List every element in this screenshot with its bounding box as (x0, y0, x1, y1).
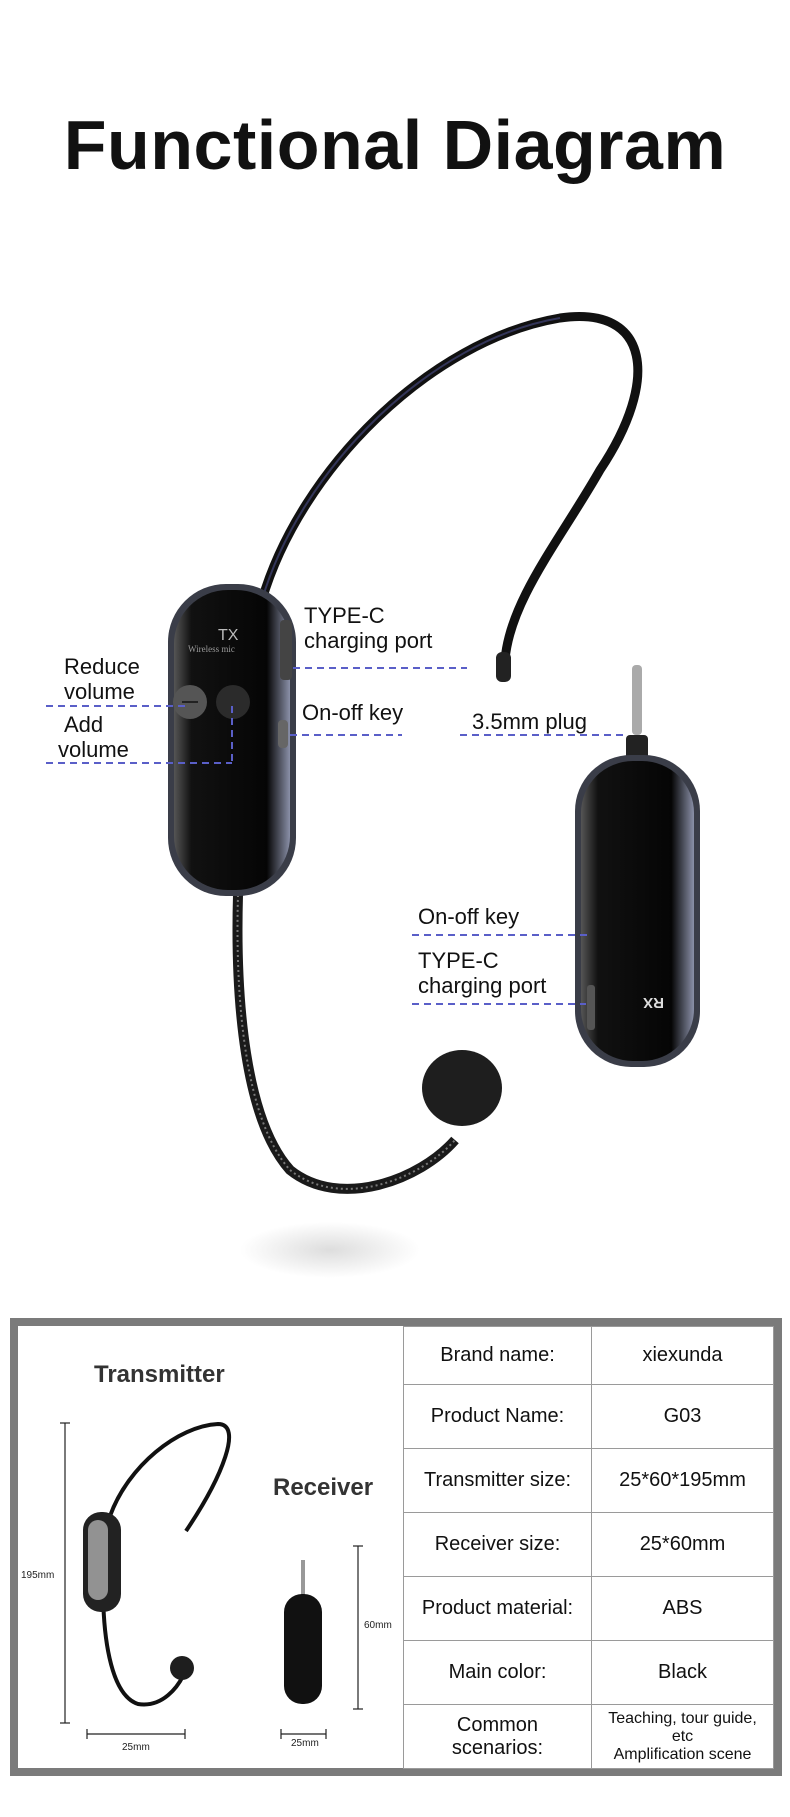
tx-screen-text: TX (218, 627, 239, 644)
label-line: TYPE-C (304, 603, 385, 628)
label-line: volume (64, 679, 135, 704)
rx-type-c-label: TYPE-C charging port (418, 948, 546, 998)
label-line: TYPE-C (418, 948, 499, 973)
table-row: Common scenarios: Teaching, tour guide, … (403, 1704, 774, 1769)
spec-value: Teaching, tour guide, etc Amplification … (591, 1704, 774, 1769)
spec-key: Main color: (403, 1640, 592, 1705)
rx-screen-text: RX (643, 994, 664, 1011)
transmitter-heading: Transmitter (94, 1361, 225, 1388)
spec-key: Product material: (403, 1576, 592, 1641)
rx-on-off-label: On-off key (418, 904, 520, 929)
gooseneck (232, 894, 459, 1194)
callout-lines (46, 667, 628, 1005)
tx-screen-subtext: Wireless mic (188, 644, 235, 654)
spec-value: 25*60*195mm (591, 1448, 774, 1513)
label-line: Add (64, 712, 104, 737)
spec-value: ABS (591, 1576, 774, 1641)
spec-key: Product Name: (403, 1384, 592, 1449)
label-line: volume (58, 737, 129, 762)
spec-value-line: Teaching, tour guide, (608, 1709, 757, 1727)
table-row: Brand name:xiexunda (403, 1326, 774, 1385)
receiver-heading: Receiver (273, 1474, 374, 1501)
spec-key: Brand name: (403, 1326, 592, 1385)
spec-key: Receiver size: (403, 1512, 592, 1577)
label-line: charging port (418, 973, 547, 998)
plug-label: 3.5mm plug (472, 709, 587, 734)
table-row: Main color:Black (403, 1640, 774, 1705)
spec-illustration (60, 1421, 363, 1739)
headband-tip (496, 652, 511, 682)
table-row: Product Name:G03 (403, 1384, 774, 1449)
reduce-volume-label: Reduce volume (64, 654, 140, 704)
spec-key: Common scenarios: (403, 1704, 592, 1769)
label-line: Reduce (64, 654, 140, 679)
label-line: charging port (304, 628, 433, 653)
spec-value-line: Amplification scene (613, 1745, 752, 1763)
spec-value: G03 (591, 1384, 774, 1449)
add-volume-button (216, 685, 250, 719)
rx-plug (632, 665, 642, 735)
spec-value: 25*60mm (591, 1512, 774, 1577)
tx-on-off-label: On-off key (302, 700, 404, 725)
table-row: Receiver size:25*60mm (403, 1512, 774, 1577)
spec-key-line: Common (456, 1713, 539, 1736)
tx-type-c-label: TYPE-C charging port (304, 603, 432, 653)
tx-width-dim: 25mm (122, 1742, 150, 1753)
tx-height-dim: 195mm (21, 1570, 55, 1581)
product-illustration: TX Wireless mic RX (46, 312, 700, 1278)
table-row: Transmitter size:25*60*195mm (403, 1448, 774, 1513)
spec-value: Black (591, 1640, 774, 1705)
rx-width-dim: 25mm (291, 1738, 319, 1749)
spec-panel: Transmitter Receiver 195mm 25mm 60mm 25m… (10, 1318, 782, 1776)
add-volume-label: Add volume (58, 712, 129, 762)
spec-value-line: etc (671, 1727, 694, 1745)
spec-key: Transmitter size: (403, 1448, 592, 1513)
spec-table: Brand name:xiexunda Product Name:G03 Tra… (403, 1326, 774, 1769)
page-title: Functional Diagram (63, 106, 727, 184)
rx-height-dim: 60mm (364, 1620, 392, 1631)
mic-foam (422, 1050, 502, 1126)
spec-key-line: scenarios: (451, 1736, 544, 1759)
table-row: Product material:ABS (403, 1576, 774, 1641)
spec-value: xiexunda (591, 1326, 774, 1385)
